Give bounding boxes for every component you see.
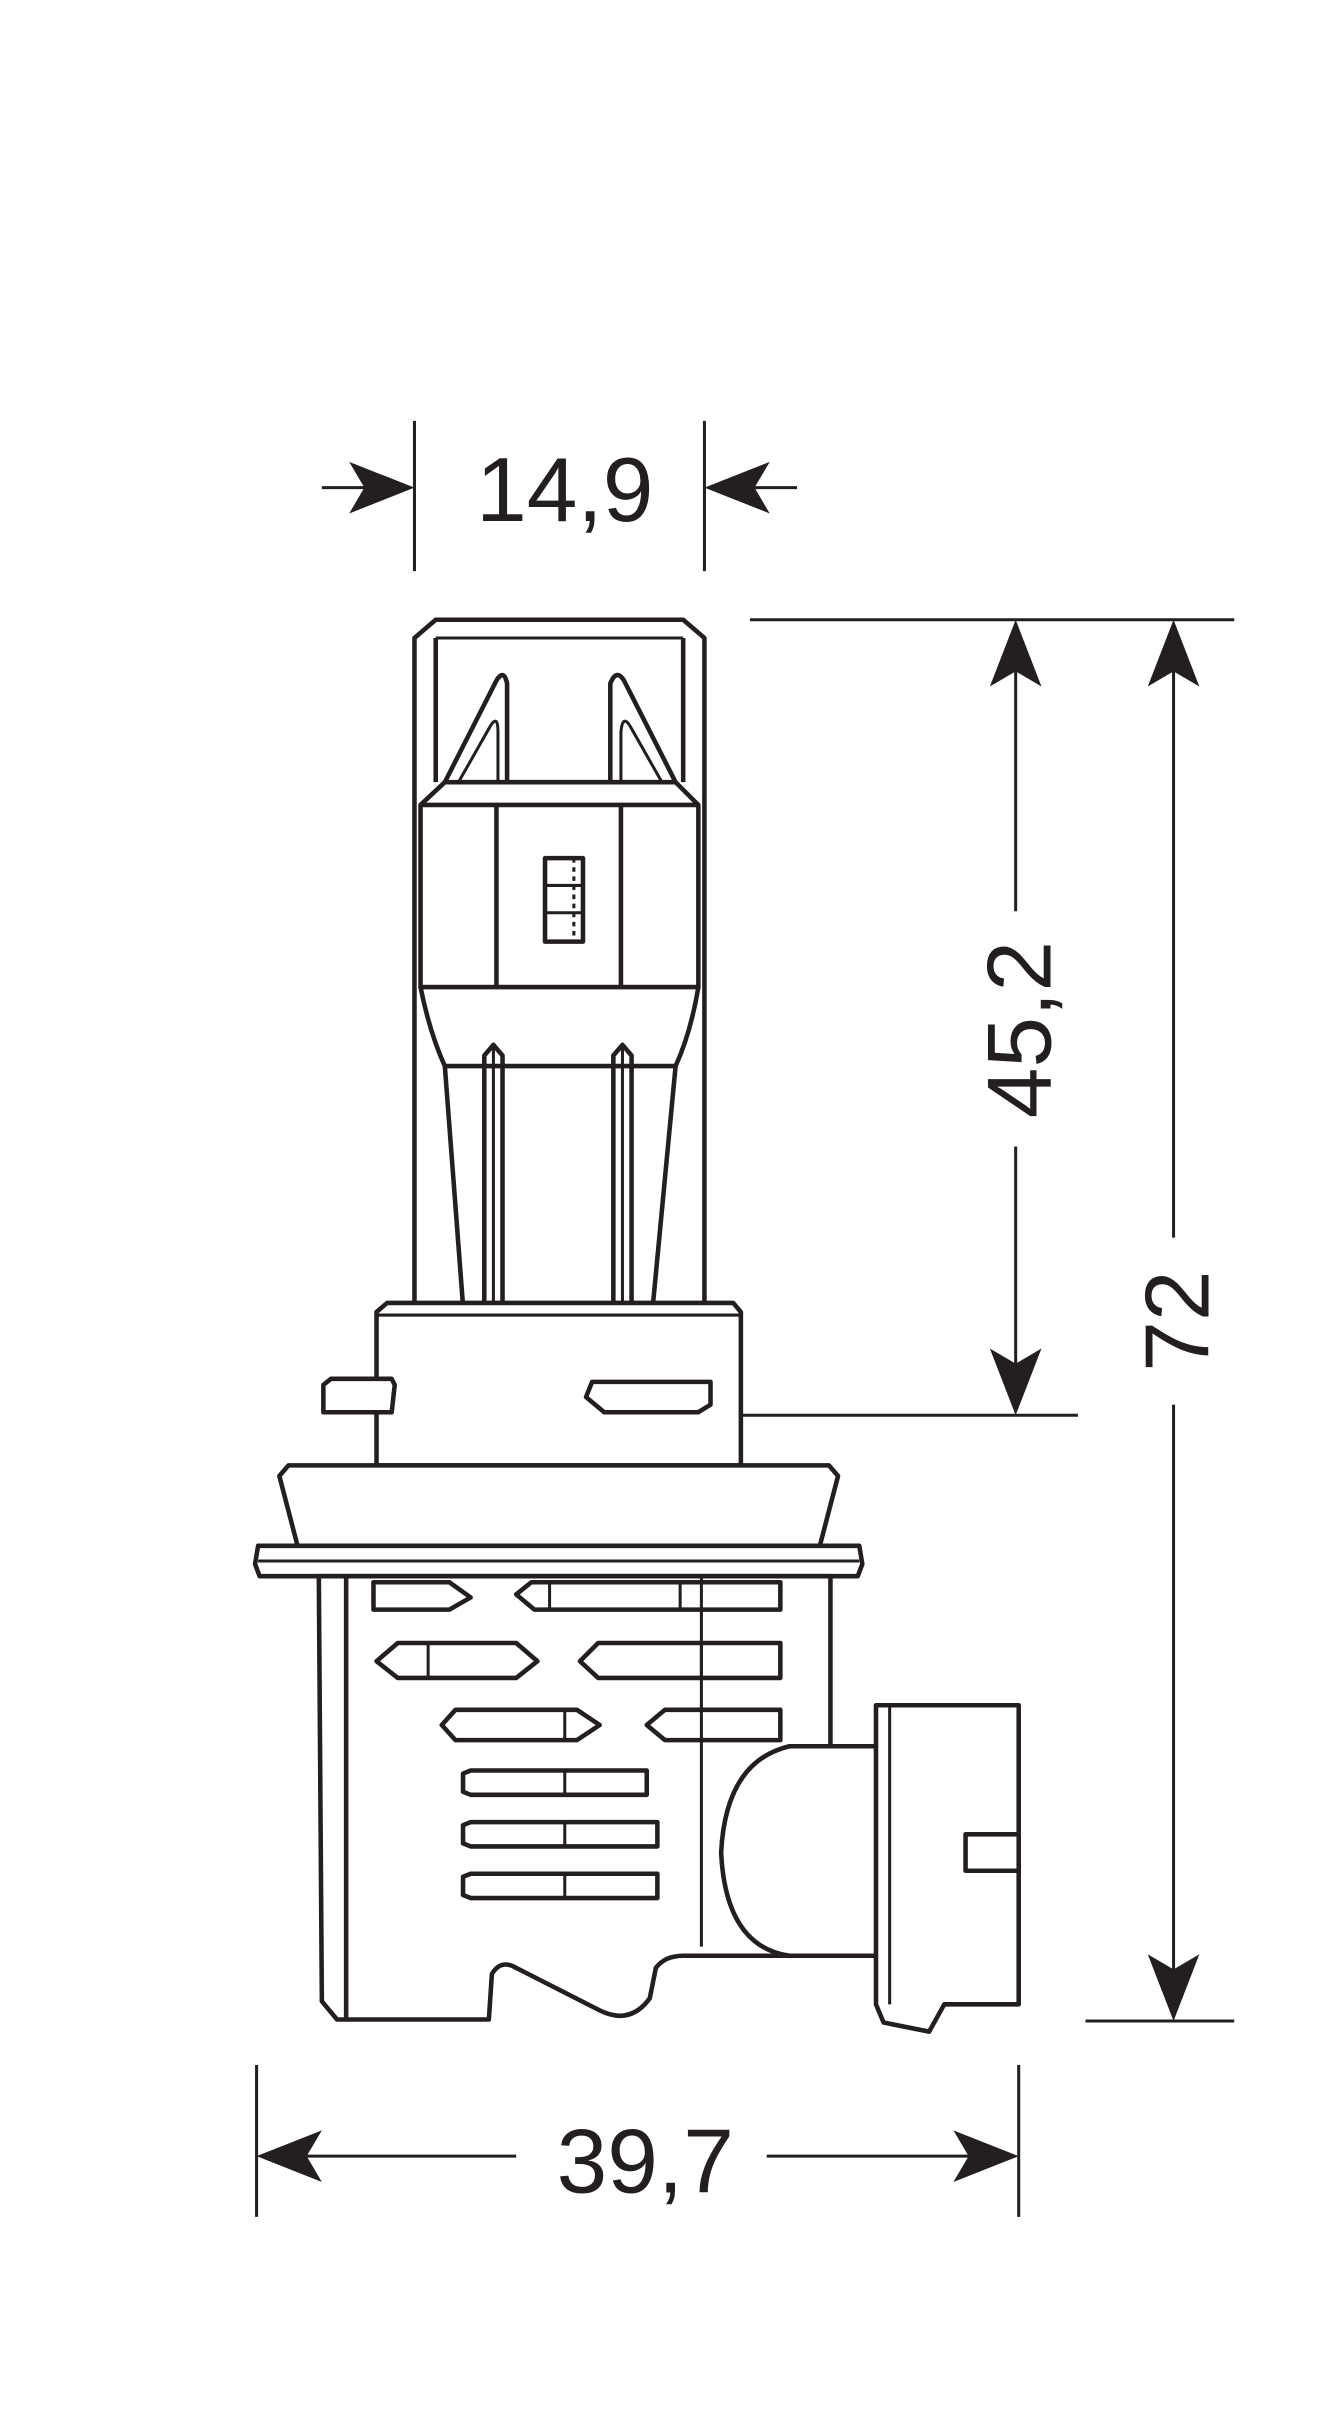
dimension-label-base-width: 39,7 <box>557 2112 734 2213</box>
bulb-head <box>412 617 707 1309</box>
led-chip-icon <box>542 855 586 944</box>
dimension-base-width: 39,7 <box>255 2065 1021 2217</box>
dimension-led-height: 45,2 <box>970 619 1071 1416</box>
heatsink-slots <box>371 1579 783 1901</box>
dimension-top-width: 14,9 <box>321 420 798 572</box>
dimension-label-total-height: 72 <box>1127 1270 1228 1371</box>
dimension-label-led-height: 45,2 <box>970 941 1071 1118</box>
dimension-label-top-width: 14,9 <box>476 440 653 541</box>
dimension-total-height: 72 <box>1127 619 1228 2022</box>
connector-plug <box>718 1702 1021 2034</box>
